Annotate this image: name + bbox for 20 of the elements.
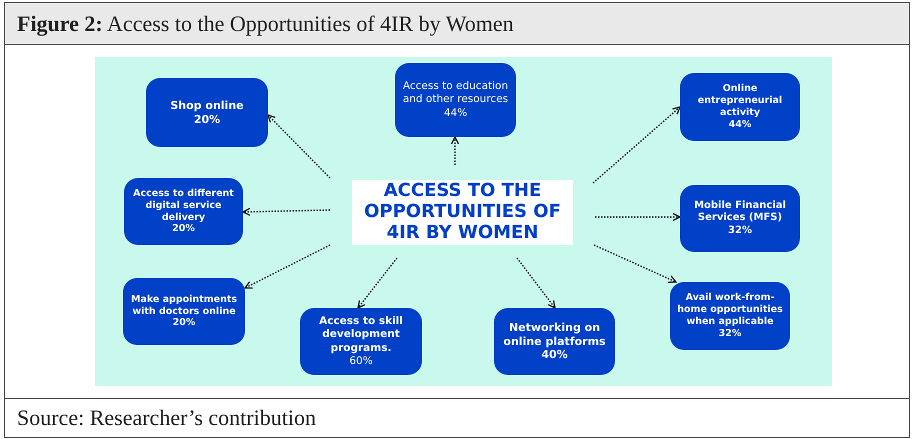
arrow <box>592 106 681 184</box>
topic-box: Access to education and other resources 44% <box>395 63 516 137</box>
topic-box: Access to skill development programs. 60% <box>300 308 422 375</box>
arrow <box>244 244 330 289</box>
topic-box: Access to different digital service delivery 20% <box>124 178 243 245</box>
arrow <box>595 212 681 222</box>
arrow <box>357 258 398 309</box>
arrow <box>594 244 677 283</box>
figure-caption: Source: Researcher’s contribution <box>17 405 316 431</box>
topic-box: Make appointments with doctors online 20% <box>123 278 245 345</box>
figure-title: Figure 2: Access to the Opportunities of 4IR by Women <box>5 3 909 45</box>
topic-box: Shop online 20% <box>146 78 268 147</box>
topic-box: Avail work-from-home opportunities when applicable 32% <box>670 282 790 350</box>
topic-box: Online entrepreneurial activity 44% <box>680 73 800 141</box>
arrow <box>242 208 330 216</box>
arrow <box>516 258 556 309</box>
arrow <box>267 114 330 178</box>
arrow <box>450 136 460 165</box>
topic-box: Networking on online platforms 40% <box>494 308 615 375</box>
topic-box: Mobile Financial Services (MFS) 32% <box>680 185 800 252</box>
